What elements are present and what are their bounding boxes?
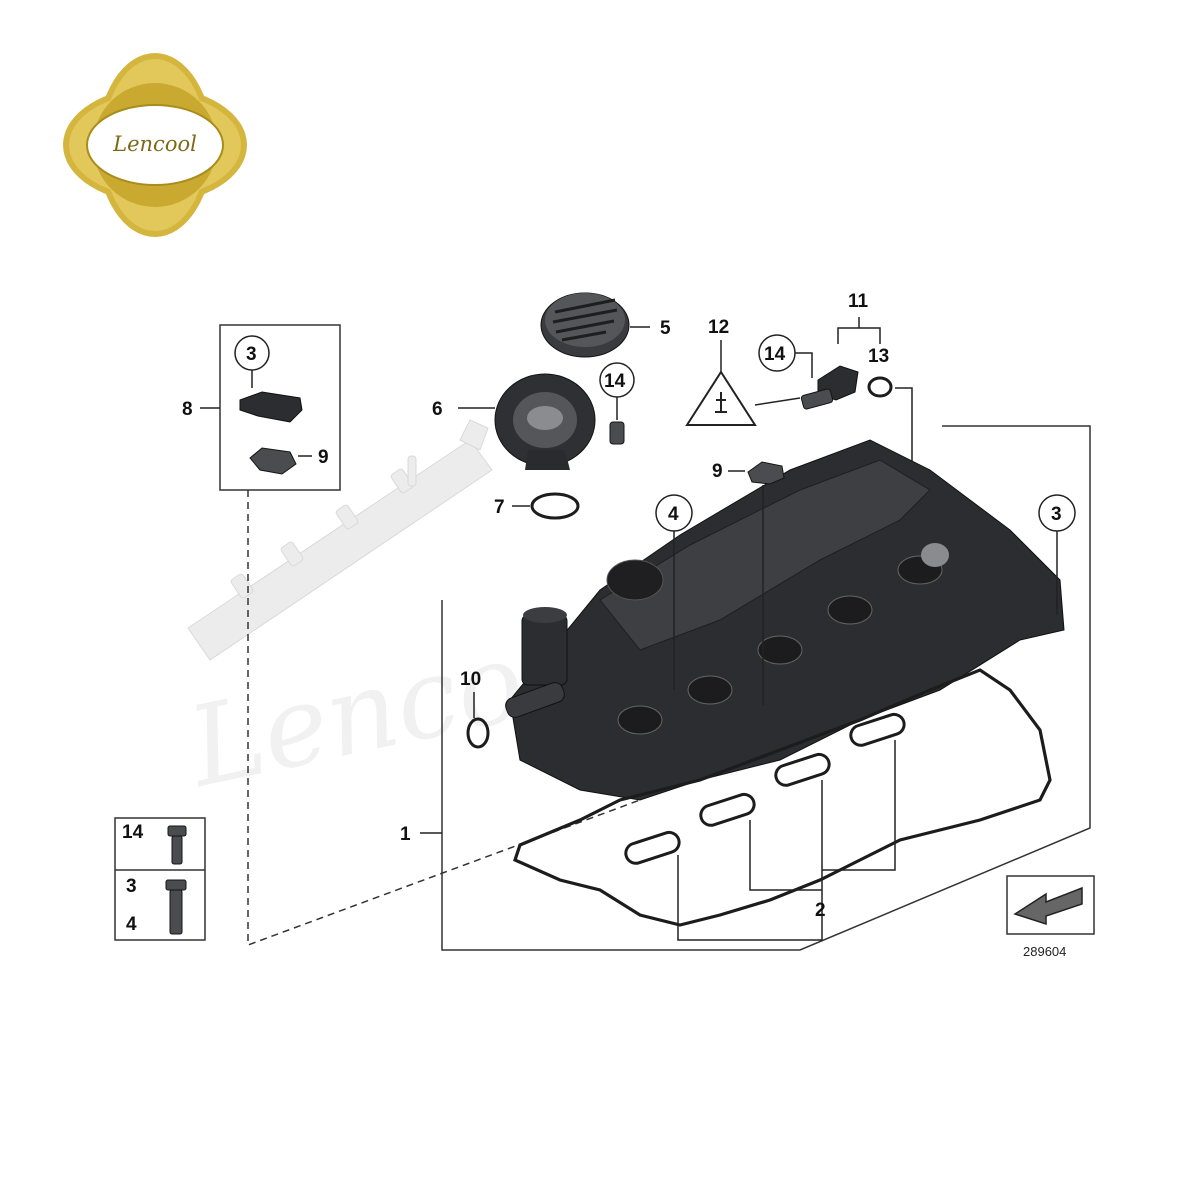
callout-3-cover: 3 [1051, 504, 1062, 525]
direction-arrow-icon [1013, 886, 1083, 926]
brand-logo-text: Lencool [112, 132, 197, 156]
callout-5: 5 [660, 318, 671, 339]
bracket-clip-part [239, 391, 303, 423]
callout-2: 2 [815, 900, 826, 921]
spark-plug-seal-part [624, 712, 906, 865]
cover-gasket-part [513, 668, 1052, 927]
callout-13: 13 [868, 346, 889, 367]
cover-clip-part [747, 461, 785, 485]
callout-10: 10 [460, 669, 481, 690]
legend-label-14: 14 [122, 822, 144, 843]
callout-6: 6 [432, 399, 443, 420]
callout-7: 7 [494, 497, 505, 518]
valve-cover-part [505, 439, 1065, 801]
callout-11: 11 [848, 291, 869, 312]
diagram-number: 289604 [1023, 944, 1066, 959]
oil-filler-cap-part [540, 292, 630, 358]
callout-1: 1 [400, 824, 411, 845]
sensor-o-ring-part [867, 376, 893, 398]
screw-part [609, 421, 625, 445]
callout-9-cover: 9 [712, 461, 723, 482]
callout-9-insert: 9 [318, 447, 329, 468]
callout-12: 12 [708, 317, 729, 338]
orientation-arrow-box [1006, 875, 1095, 935]
legend-label-4: 4 [126, 914, 137, 935]
bracket-insert-part [249, 447, 297, 475]
callout-14-sensor: 14 [764, 344, 786, 365]
bolt-3-4-part [165, 879, 187, 891]
dashed-leader-rail [247, 490, 641, 947]
fastener-legend: 14 3 4 [114, 817, 206, 941]
o-ring-part [530, 492, 580, 520]
callout-14-cap: 14 [604, 371, 626, 392]
cover-assembly-frame [441, 425, 1091, 951]
bolt-14-part [167, 825, 187, 837]
callout-4: 4 [668, 504, 679, 525]
brand-logo: Lencool [63, 53, 247, 237]
fuel-rail-part [187, 419, 493, 661]
filler-neck-part [494, 373, 596, 470]
callout-3-insert: 3 [246, 344, 257, 365]
callout-8: 8 [182, 399, 193, 420]
legend-label-3: 3 [126, 876, 137, 897]
vent-o-ring-part [466, 717, 490, 749]
vanos-sensor-part [800, 365, 859, 410]
